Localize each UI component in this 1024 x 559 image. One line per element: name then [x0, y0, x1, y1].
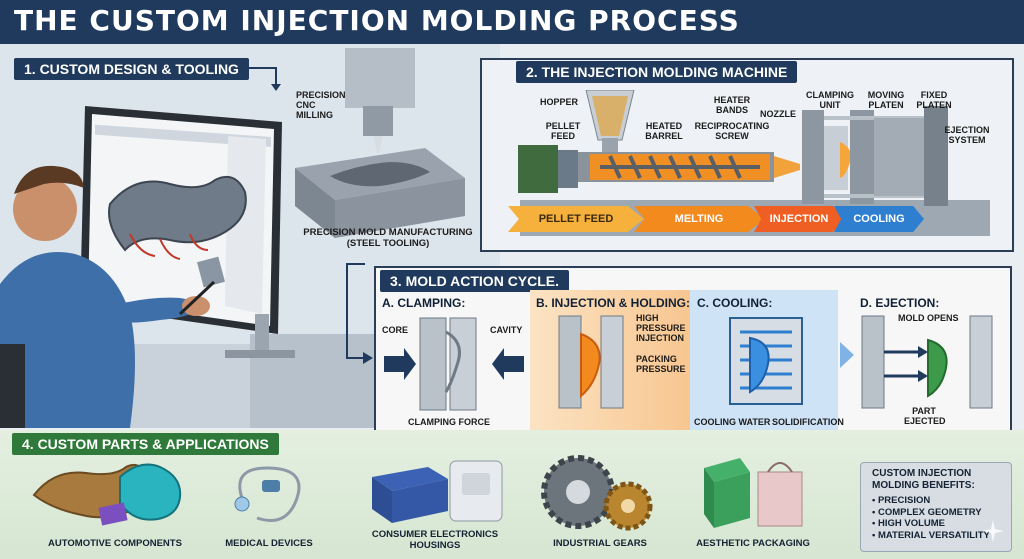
cnc-label: PRECISION CNC MILLING	[296, 90, 346, 120]
engineer	[0, 165, 216, 428]
cnc-mold-scene	[295, 48, 465, 238]
step-a-drawing	[384, 317, 524, 411]
step-a-title: A. CLAMPING:	[382, 296, 466, 310]
title-bar	[0, 0, 1024, 44]
core-label: CORE	[382, 325, 409, 335]
part-ejected-label: PART EJECTED	[904, 406, 946, 426]
benefit-item: • PRECISION	[872, 495, 931, 506]
section-4-label: 4. CUSTOM PARTS & APPLICATIONS	[12, 433, 279, 455]
automotive-illustration	[32, 463, 182, 526]
benefits-box	[860, 462, 1012, 552]
step-b-title: B. INJECTION & HOLDING:	[536, 296, 691, 310]
heated-barrel-label: HEATED BARREL	[645, 121, 683, 141]
section3-connector	[346, 263, 373, 364]
benefit-item: • COMPLEX GEOMETRY	[872, 506, 982, 518]
packaging-illustration	[704, 458, 803, 528]
cavity-label: CAVITY	[490, 325, 523, 335]
screw-label: RECIPROCATING SCREW	[694, 121, 770, 141]
app-automotive-label: AUTOMOTIVE COMPONENTS	[48, 538, 182, 549]
mold-label-line2: (STEEL TOOLING)	[346, 238, 430, 249]
mold-opens-label: MOLD OPENS	[898, 313, 959, 323]
high-pressure-label: HIGH PRESSURE INJECTION	[636, 313, 686, 343]
mold-label-line1: PRECISION MOLD MANUFACTURING	[303, 227, 473, 238]
electronics-illustration	[372, 460, 503, 523]
step-b-drawing	[558, 315, 624, 409]
benefits-list: • PRECISION • COMPLEX GEOMETRY • HIGH VO…	[872, 495, 990, 541]
pellet-feed-label: PELLET FEED	[545, 121, 581, 141]
step-c-title: C. COOLING:	[697, 296, 773, 310]
flow-melting: MELTING	[634, 206, 764, 232]
benefit-item: • HIGH VOLUME	[872, 518, 945, 529]
app-gears-label: INDUSTRIAL GEARS	[553, 538, 647, 549]
c-to-d-arrow	[840, 342, 854, 368]
section-2-label: 2. THE INJECTION MOLDING MACHINE	[516, 61, 798, 83]
fixed-platen-label: FIXED PLATEN	[916, 90, 952, 110]
app-medical-label: MEDICAL DEVICES	[225, 538, 313, 549]
benefit-item: • MATERIAL VERSATILITY	[872, 529, 990, 541]
monitor	[80, 106, 282, 334]
section1-connector	[248, 67, 281, 91]
section-1-label: 1. CUSTOM DESIGN & TOOLING	[14, 58, 249, 80]
flow-injection: INJECTION	[754, 206, 844, 232]
app-packaging-label: AESTHETIC PACKAGING	[696, 538, 810, 549]
hopper-label: HOPPER	[540, 97, 579, 107]
gears-illustration	[541, 455, 653, 531]
medical-illustration	[234, 466, 301, 522]
step-d-title: D. EJECTION:	[860, 296, 940, 310]
ejection-system-label: EJECTION SYSTEM	[944, 125, 990, 145]
nozzle-label: NOZZLE	[760, 109, 796, 119]
step-d-drawing	[861, 315, 993, 409]
solidification-label: SOLIDIFICATION	[772, 417, 844, 427]
heater-bands-label: HEATER BANDS	[713, 95, 751, 115]
packing-pressure-label: PACKING PRESSURE	[636, 354, 686, 374]
flow-cooling: COOLING	[834, 206, 924, 232]
design-scene	[0, 44, 500, 428]
sparkle-icon	[982, 520, 1004, 542]
moving-platen-label: MOVING PLATEN	[867, 90, 905, 110]
step-c-drawing	[729, 317, 803, 405]
clamping-force-label: CLAMPING FORCE	[408, 417, 490, 427]
cooling-water-label: COOLING WATER	[694, 417, 771, 427]
flow-pellet-feed: PELLET FEED	[508, 206, 644, 232]
benefits-title: CUSTOM INJECTION MOLDING BENEFITS:	[872, 468, 975, 491]
page-title: THE CUSTOM INJECTION MOLDING PROCESS	[14, 4, 740, 37]
section-3-label: 3. MOLD ACTION CYCLE.	[380, 270, 570, 292]
app-electronics-label: CONSUMER ELECTRONICS HOUSINGS	[371, 529, 499, 551]
clamping-unit-label: CLAMPING UNIT	[806, 90, 854, 110]
